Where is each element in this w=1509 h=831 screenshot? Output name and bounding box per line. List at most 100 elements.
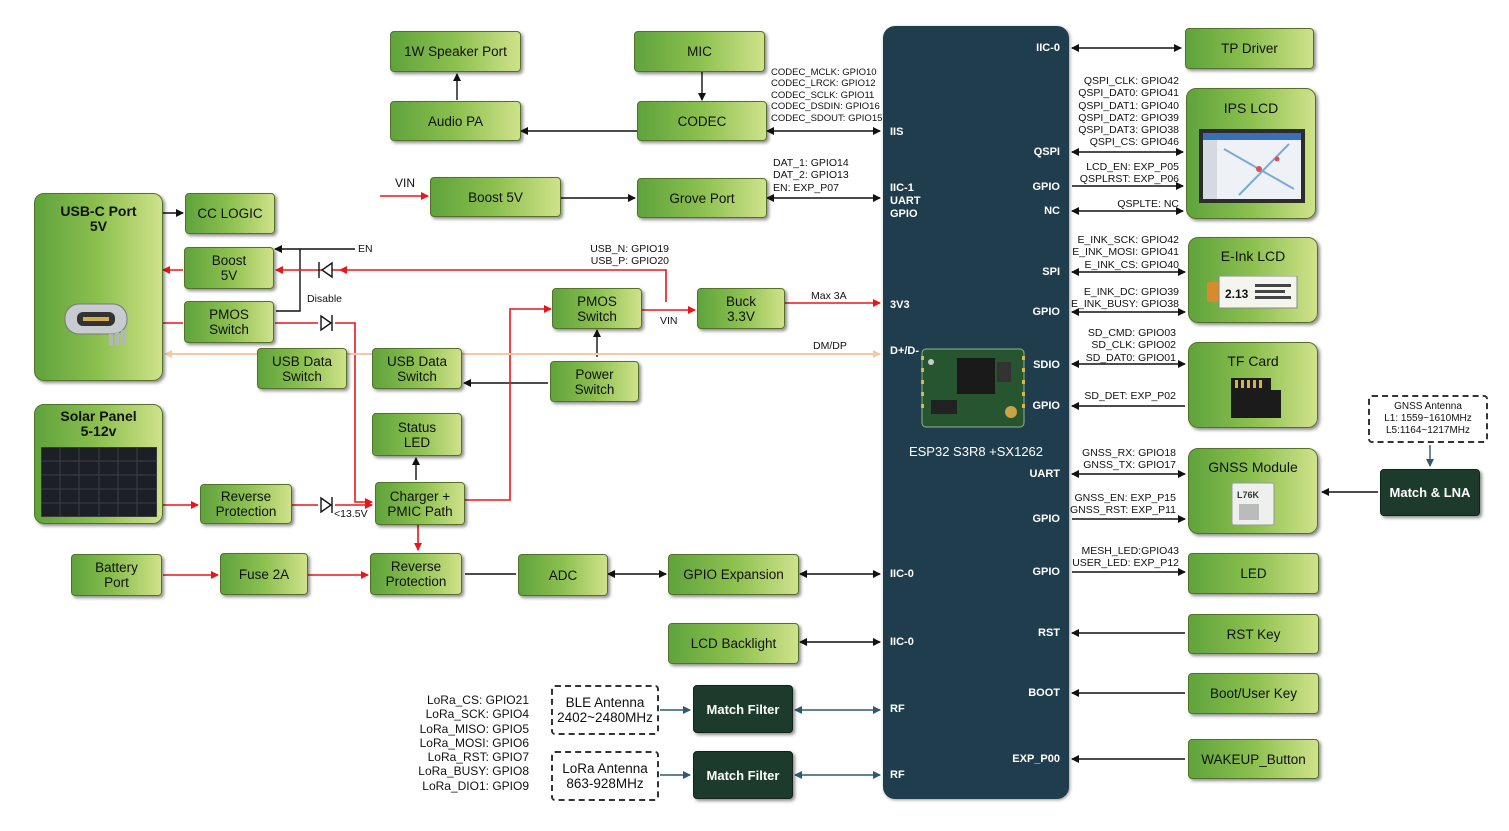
vin-top-label: VIN [395,176,416,190]
solar-panel-block: Solar Panel 5-12v [34,404,163,524]
mcu-pin-gpio-eink: GPIO [1032,306,1060,318]
mcu-name: ESP32 S3R8 +SX1262 [908,444,1044,459]
boost-5v-block: Boost 5V [184,247,274,289]
e-ink-lcd-title: E-Ink LCD [1220,248,1286,264]
mcu-pin-qspi: QSPI [1033,146,1060,158]
lora-antenna-block: LoRa Antenna 863-928MHz [551,751,659,801]
solar-panel-title: Solar Panel 5-12v [60,408,137,439]
mcu-pin-nc: NC [1044,205,1060,217]
eink-gpio-pins-label: E_INK_DC: GPIO39 E_INK_BUSY: GPIO38 [1071,286,1179,311]
mcu-pin-spi: SPI [1042,266,1060,278]
gnss-chip-text: L76K [1237,490,1260,500]
ips-lcd-block: IPS LCD [1186,88,1316,219]
adc-block: ADC [518,554,608,596]
boot-user-key-block: Boot/User Key [1188,673,1319,714]
mcu-pin-rf-a: RF [890,703,905,715]
mcu-pin-iic1: IIC-1 UART GPIO [890,182,921,220]
disable-label: Disable [307,293,343,305]
reverse-protection-2-block: Reverse Protection [370,553,462,595]
fuse-2a-block: Fuse 2A [220,553,308,595]
wakeup-button-block: WAKEUP_Button [1188,739,1319,779]
gpio-expansion-block: GPIO Expansion [668,554,799,595]
power-switch-block: Power Switch [550,361,639,402]
lora-pins-label: LoRa_CS: GPIO21 LoRa_SCK: GPIO4 LoRa_MIS… [418,693,529,793]
eink-spi-pins-label: E_INK_SCK: GPIO42 E_INK_MOSI: GPIO41 E_I… [1072,234,1179,271]
mcu-pin-rf-b: RF [890,769,905,781]
sd-pins-label: SD_CMD: GPIO03 SD_CLK: GPIO02 SD_DAT0: G… [1085,327,1176,364]
gnss-chip-image: L76K [1231,482,1275,526]
gnss-module-block: GNSS Module L76K [1188,448,1318,534]
mcu-pin-rst: RST [1038,627,1060,639]
gnss-uart-pins-label: GNSS_RX: GPIO18 GNSS_TX: GPIO17 [1082,447,1176,472]
mcu-pin-iic0-a: IIC-0 [890,568,914,580]
max-3a-label: Max 3A [811,290,847,302]
mcu-pin-exp-p00: EXP_P00 [1012,753,1060,765]
tp-driver-block: TP Driver [1185,28,1314,69]
en-label: EN [358,243,373,255]
vin-mid-label: VIN [660,315,678,327]
mcu-pin-uart: UART [1029,468,1060,480]
mcu-pin-iic0-b: IIC-0 [890,636,914,648]
usb-data-switch-1-block: USB Data Switch [257,348,347,389]
tf-card-block: TF Card [1188,342,1318,428]
esp32-mcu-block: IIS IIC-1 UART GPIO 3V3 D+/D- IIC-0 IIC-… [883,26,1069,799]
codec-pins-label: CODEC_MCLK: GPIO10 CODEC_LRCK: GPIO12 CO… [771,67,883,124]
grove-port-block: Grove Port [637,178,767,218]
led-pins-label: MESH_LED:GPIO43 USER_LED: EXP_P12 [1072,545,1179,570]
match-lna-block: Match & LNA [1380,469,1480,516]
codec-block: CODEC [637,101,767,141]
tf-card-title: TF Card [1227,353,1279,369]
mcu-pin-3v3: 3V3 [890,299,910,311]
mcu-pin-sdio: SDIO [1033,359,1060,371]
sd-det-label: SD_DET: EXP_P02 [1084,390,1176,402]
audio-pa-block: Audio PA [390,101,521,141]
mcu-pin-dp-dm: D+/D- [890,345,920,357]
mcu-pin-gpio-gnss: GPIO [1032,513,1060,525]
e-ink-screen-text: 2.13 [1225,287,1249,301]
mcu-pin-gpio-lcd: GPIO [1032,181,1060,193]
match-filter-2-block: Match Filter [693,751,793,799]
lcd-gpio-pins-label: LCD_EN: EXP_P05 QSPLRST: EXP_P06 [1079,161,1179,186]
esp32-module-image [921,348,1025,428]
tf-card-image [1231,378,1281,418]
mcu-pin-iic0-right: IIC-0 [1036,42,1060,54]
qspi-pins-label: QSPI_CLK: GPIO42 QSPI_DAT0: GPIO41 QSPI_… [1078,75,1179,149]
pmos-switch-left-block: PMOS Switch [184,301,274,343]
dm-dp-label: DM/DP [813,340,847,352]
gnss-antenna-block: GNSS Antenna L1: 1559~1610MHz L5:1164~12… [1368,395,1488,443]
mcu-pin-iis: IIS [890,126,904,138]
usb-data-switch-2-block: USB Data Switch [372,348,462,389]
gnss-module-title: GNSS Module [1208,459,1298,475]
reverse-protection-1-block: Reverse Protection [200,484,292,524]
battery-port-block: Battery Port [71,554,162,596]
mic-block: MIC [634,31,765,72]
usb-c-title: USB-C Port 5V [60,203,137,234]
charger-pmic-block: Charger + PMIC Path [375,482,465,525]
e-ink-lcd-block: E-Ink LCD 2.13 [1188,237,1318,323]
buck-3v3-block: Buck 3.3V [697,288,785,329]
mcu-pin-boot: BOOT [1028,687,1060,699]
e-ink-screen-image: 2.13 [1207,276,1298,309]
pmos-switch-mid-block: PMOS Switch [552,288,642,329]
usb-c-connector-image [64,303,128,346]
boost-5v-top-block: Boost 5V [430,177,561,217]
usb-c-port-block: USB-C Port 5V [34,193,163,381]
ips-lcd-title: IPS LCD [1223,100,1279,116]
lcd-nc-label: QSPLTE: NC [1117,198,1179,210]
ips-lcd-screen-image [1199,129,1305,203]
cc-logic-block: CC LOGIC [185,193,275,234]
status-led-block: Status LED [372,413,462,456]
mcu-pin-gpio-sd: GPIO [1032,400,1060,412]
mcu-pin-gpio-led: GPIO [1032,566,1060,578]
led-block: LED [1188,553,1319,594]
usb-pins-label: USB_N: GPIO19 USB_P: GPIO20 [590,243,669,268]
rst-key-block: RST Key [1188,614,1319,654]
lcd-backlight-block: LCD Backlight [668,623,799,664]
solar-panel-image [41,447,157,517]
match-filter-1-block: Match Filter [693,685,793,733]
ble-antenna-block: BLE Antenna 2402~2480MHz [551,685,659,735]
diode-icons [318,261,333,514]
grove-pins-label: DAT_1: GPIO14 DAT_2: GPIO13 EN: EXP_P07 [773,157,849,194]
